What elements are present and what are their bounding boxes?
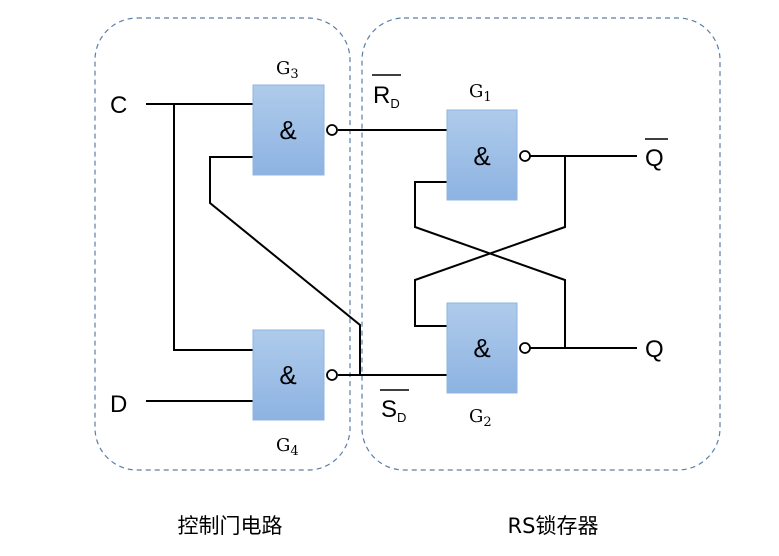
wire-g4-feedback-g3 xyxy=(209,156,361,375)
gate-g3: & G3 xyxy=(252,58,338,176)
gate-label-g3: G3 xyxy=(276,58,299,82)
gate-g2: & G2 xyxy=(446,302,531,430)
wires xyxy=(146,103,637,402)
input-d-label: D xyxy=(110,391,127,418)
gate-symbol: & xyxy=(279,360,296,390)
sd-signal-label: SD xyxy=(381,396,406,425)
gate-label-g1: G1 xyxy=(469,81,492,105)
input-c-label: C xyxy=(110,92,127,119)
control-gate-caption: 控制门电路 xyxy=(178,514,283,538)
rs-latch-group-border xyxy=(361,17,721,471)
wire-qbar-to-g2 xyxy=(414,156,566,327)
wire-q-to-g1 xyxy=(414,181,566,348)
output-q-label: Q xyxy=(645,336,664,363)
gate-g4: & G4 xyxy=(252,329,338,459)
control-gate-group-border xyxy=(94,17,351,471)
inversion-bubble xyxy=(519,150,531,162)
gate-symbol: & xyxy=(473,333,490,363)
gate-label-g2: G2 xyxy=(469,406,492,430)
gate-symbol: & xyxy=(279,115,296,145)
output-q-bar-label: Q xyxy=(645,145,664,172)
inversion-bubble xyxy=(326,124,338,136)
inversion-bubble xyxy=(326,369,338,381)
gate-label-g4: G4 xyxy=(276,435,299,459)
inversion-bubble xyxy=(519,342,531,354)
gate-g1: & G1 xyxy=(446,81,531,201)
gate-symbol: & xyxy=(473,141,490,171)
wire-c-to-g4 xyxy=(173,104,253,351)
rd-signal-label: RD xyxy=(373,82,400,111)
rs-latch-caption: RS锁存器 xyxy=(508,514,599,538)
